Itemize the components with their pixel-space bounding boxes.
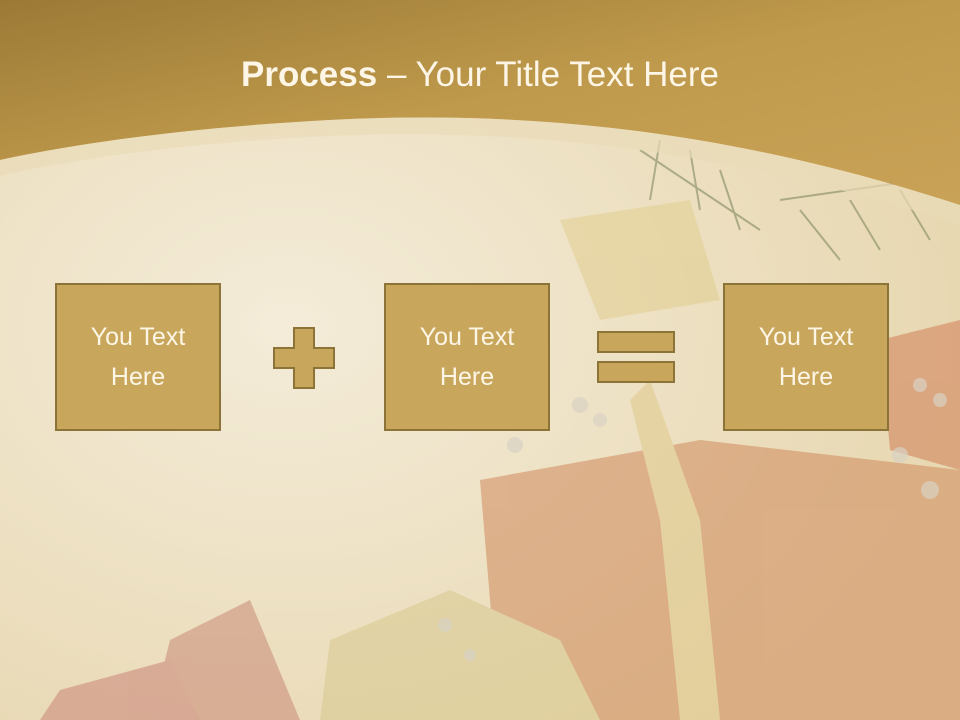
process-box-1: You Text Here	[55, 283, 221, 431]
title-bold: Process	[241, 55, 378, 94]
process-box-3-text: You Text Here	[758, 323, 854, 391]
equals-sign-icon	[597, 331, 675, 383]
process-box-1-text: You Text Here	[90, 323, 186, 391]
process-box-3: You Text Here	[723, 283, 889, 431]
slide-title: Process – Your Title Text Here	[0, 52, 960, 98]
process-box-2-text: You Text Here	[419, 323, 515, 391]
header-band	[0, 0, 960, 205]
process-box-2: You Text Here	[384, 283, 550, 431]
bead-decoration	[438, 378, 947, 661]
title-rest: – Your Title Text Here	[377, 55, 719, 94]
plus-sign-icon	[273, 327, 335, 389]
gift-decoration	[40, 200, 960, 720]
